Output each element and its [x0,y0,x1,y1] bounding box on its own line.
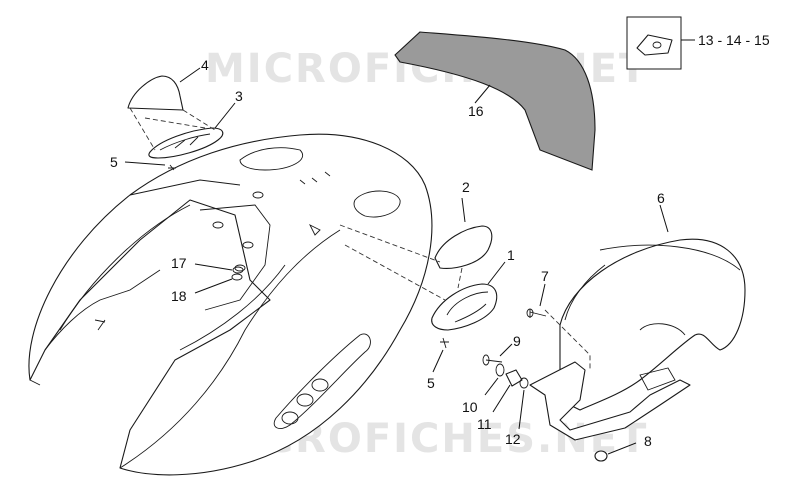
clip-fastener [636,34,673,56]
mudguard-bracket [529,361,691,441]
callout-7: 7 [541,268,549,284]
callout-16: 16 [468,103,484,119]
callout-2: 2 [462,179,470,195]
washer-10 [495,363,505,377]
nut-8 [594,450,608,462]
lens-2 [434,225,493,269]
callout-4: 4 [201,57,209,73]
tail-light-housing-1 [431,283,498,331]
callout-17: 17 [171,255,187,271]
top-cover-4 [127,75,184,111]
callout-3: 3 [235,88,243,104]
body-fasteners [212,171,331,272]
light-bracket-3 [148,127,224,159]
callout-1: 1 [507,247,515,263]
dashed-guide-lens [339,224,463,301]
rear-body-shell [28,133,433,476]
callout-11: 11 [477,416,492,432]
rear-mudguard-6 [559,238,746,411]
leader-lines [124,67,669,455]
screw-5-bottom [440,337,449,349]
bolt-7 [526,308,547,318]
dashed-guide-bracket [544,309,591,370]
callout-8: 8 [644,433,652,449]
washer-17 [232,266,244,274]
callout-13-14-15: 13 - 14 - 15 [698,32,770,48]
callout-18: 18 [171,288,187,304]
dashed-guide-3-4 [129,107,216,151]
washer-12 [519,377,529,389]
screw-5-top [168,164,176,171]
callout-6: 6 [657,190,665,206]
callout-5-bottom: 5 [427,375,435,391]
callout-9: 9 [513,333,521,349]
callout-10: 10 [462,399,478,415]
callout-5-top: 5 [110,154,118,170]
inset-box [626,16,695,70]
callout-12: 12 [505,431,521,447]
dark-panel-16 [394,31,596,171]
spacer-11 [505,369,523,387]
bolt-9 [482,354,503,366]
washer-18 [231,273,243,281]
